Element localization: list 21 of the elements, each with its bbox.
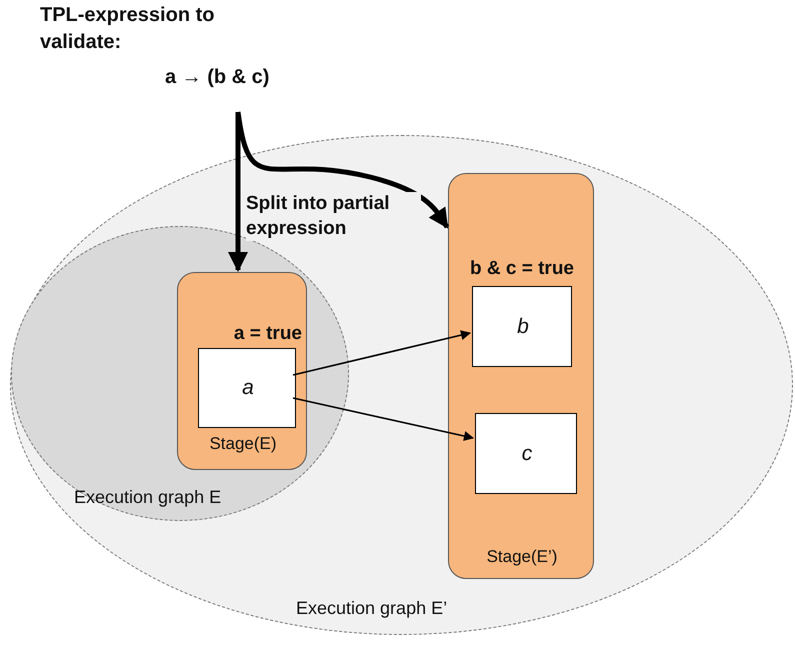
stage-box [177, 272, 307, 470]
condition-label: b & c = true [469, 257, 575, 281]
variable-label: b [516, 314, 530, 340]
graph-label: Execution graph E’ [296, 597, 448, 620]
variable-label: a [241, 375, 255, 401]
arrow [236, 112, 450, 229]
state-box [472, 286, 572, 367]
stage-label: Stage(E) [208, 433, 278, 455]
variable-label: c [520, 441, 534, 467]
edge-label: Split into partial expression [246, 192, 421, 242]
state-box [475, 413, 577, 494]
arrow [292, 330, 471, 376]
condition-label: a = true [232, 322, 302, 346]
expression-text: a → (b & c) [165, 65, 270, 90]
heading-text: TPL-expression to validate: [40, 3, 216, 55]
stage-box [448, 173, 594, 579]
arrow [228, 112, 248, 272]
state-box [198, 348, 296, 428]
graph-label: Execution graph E [74, 486, 222, 509]
arrow [292, 397, 474, 441]
stage-label: Stage(E’) [486, 546, 558, 568]
